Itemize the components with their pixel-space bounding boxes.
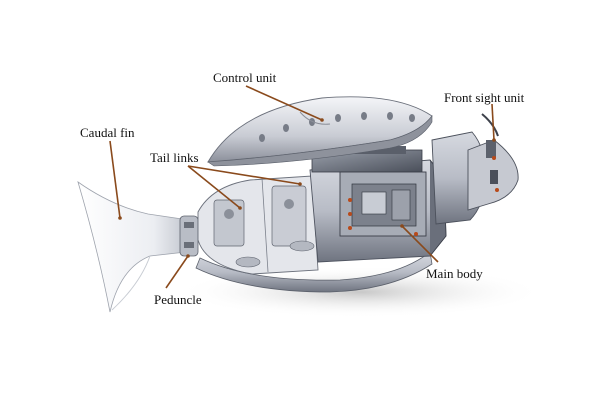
label-tail-links: Tail links (150, 150, 199, 165)
leader-caudal-fin (109, 140, 121, 219)
label-front-sight-unit: Front sight unit (444, 90, 525, 105)
main-body-part (309, 146, 447, 263)
leader-tip-dot (118, 216, 122, 220)
label-peduncle: Peduncle (154, 292, 202, 307)
leader-tail-links-a (187, 165, 241, 209)
leader-tip-dot (400, 224, 404, 228)
leader-peduncle (165, 255, 189, 289)
control-unit-part (207, 96, 433, 167)
label-main-body: Main body (426, 266, 483, 281)
label-control-unit: Control unit (213, 70, 277, 85)
leader-tip-dot (238, 206, 242, 210)
leader-front-sight (491, 103, 495, 141)
tail-links-part (197, 175, 319, 275)
peduncle-part (179, 215, 199, 257)
leader-main-body (401, 225, 439, 263)
leader-tip-dot (492, 138, 496, 142)
leader-tip-dot (186, 254, 190, 258)
leader-lines (109, 85, 495, 289)
front-sight-unit-part (431, 113, 519, 225)
leader-tip-dot (298, 182, 302, 186)
label-caudal-fin: Caudal fin (80, 125, 135, 140)
caudal-fin-part (77, 181, 187, 313)
leader-tip-dot (320, 118, 324, 122)
lower-hull (195, 251, 433, 293)
leader-control-unit (245, 85, 323, 121)
leader-tail-links-b (187, 165, 301, 185)
